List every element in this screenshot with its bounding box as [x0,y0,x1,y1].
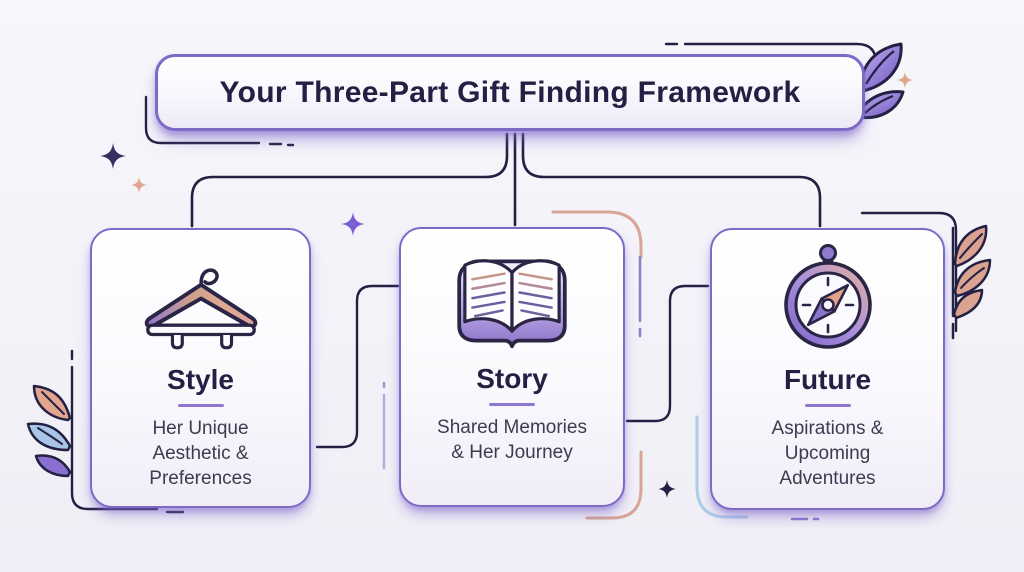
divider [804,404,851,407]
card-story: Story Shared Memories & Her Journey [399,227,625,507]
hanger-icon [136,246,266,358]
peach-leaves-icon [951,224,992,340]
card-description-future: Aspirations & Upcoming Adventures [771,418,884,490]
card-title-style: Style [167,364,234,395]
sparkle-icon [100,143,126,169]
sparkle-icon [131,177,147,193]
tricolor-leaves-icon [26,384,72,478]
echo-outlines [70,42,958,514]
card-description-story: Shared Memories & Her Journey [437,417,587,464]
page-title: Your Three-Part Gift Finding Framework [219,75,801,109]
card-future: Future Aspirations & Upcoming Adventures [710,228,945,510]
divider [489,403,535,406]
card-title-future: Future [783,364,872,395]
compass-icon [778,238,878,358]
accent-echo-lines [382,210,820,521]
card-description-style: Her Unique Aesthetic & Preferences [149,418,252,490]
connector-to-future [521,132,822,228]
open-book-icon [446,245,578,357]
framework-header: Your Three-Part Gift Finding Framework [155,54,865,131]
sparkle-icon [897,72,913,88]
card-style: Style Her Unique Aesthetic & Preferences [90,228,311,508]
tree-connectors [190,132,822,228]
sparkle-icon [341,212,365,236]
sparkle-icon [658,480,676,498]
connector-to-style [190,132,509,228]
purple-leaves-icon [855,42,905,120]
card-title-story: Story [476,363,548,394]
divider [177,404,224,407]
